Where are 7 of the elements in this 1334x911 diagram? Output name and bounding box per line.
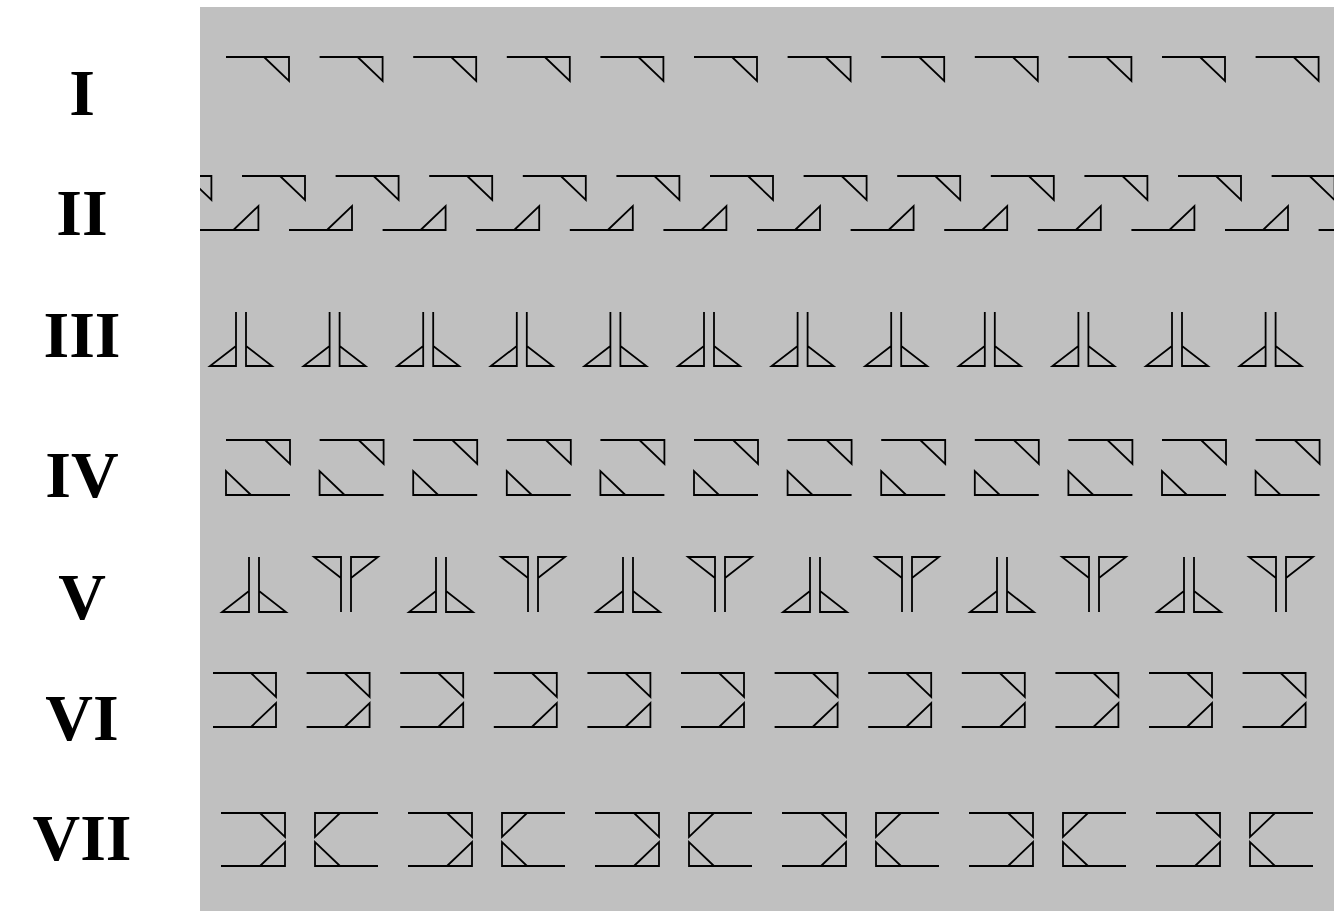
row-label: IV [44,440,120,510]
row-label: VI [44,683,120,753]
row-label: III [42,300,122,370]
row-label: V [57,562,107,632]
row-label: I [68,58,96,128]
row-label: II [55,178,109,248]
row-label: VII [31,803,133,873]
